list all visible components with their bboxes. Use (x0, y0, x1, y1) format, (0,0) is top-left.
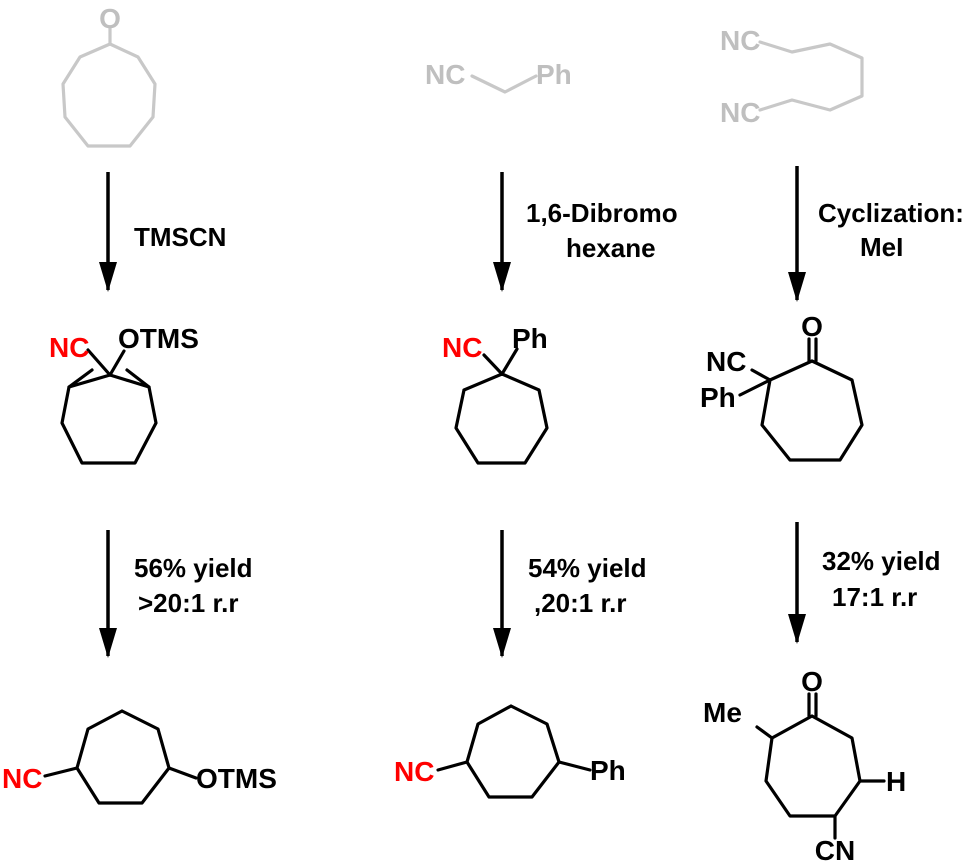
col2-int-ph-label: Ph (512, 323, 548, 354)
col3-starting-material-dinitrile: NC NC (720, 25, 864, 128)
col2-product: NC Ph (394, 704, 626, 799)
col3-prod-oxygen-label: O (801, 666, 823, 697)
col2-prod-ph-label: Ph (590, 755, 626, 786)
col1-reagent: TMSCN (134, 222, 226, 252)
col3-reagent-line2: MeI (860, 232, 903, 262)
col2-sm-ph-label: Ph (536, 59, 572, 90)
col3-prod-h-label: H (886, 766, 906, 797)
col2-yield: 54% yield (528, 553, 647, 583)
col3-int-ph-label: Ph (700, 382, 736, 413)
col1-product: NC OTMS (2, 709, 277, 805)
col1-arrow-2 (99, 530, 117, 658)
col1-sm-oxygen: O (99, 3, 121, 34)
col2-sm-nc-label: NC (425, 59, 465, 90)
col2-prod-nc-label: NC (394, 756, 434, 787)
col2-intermediate: NC Ph (442, 323, 549, 465)
col2-arrow-1 (493, 172, 511, 292)
col3-prod-cn-label: CN (815, 835, 855, 862)
col1-prod-otms-label: OTMS (196, 763, 277, 794)
col3-int-nc-label: NC (706, 346, 746, 377)
col1-arrow-1 (99, 172, 117, 292)
col1-intermediate-cyanohydrin: NC OTMS (49, 323, 199, 465)
col1-starting-material-cycloheptanone: O (61, 3, 157, 148)
col1-prod-nc-label: NC (2, 763, 42, 794)
col3-yield: 32% yield (822, 546, 941, 576)
col1-int-otms-label: OTMS (118, 323, 199, 354)
col1-int-nc-label: NC (49, 332, 89, 363)
col2-int-nc-label: NC (442, 332, 482, 363)
col2-starting-material-benzyl-cyanide: NC Ph (425, 59, 572, 94)
col2-arrow-2 (493, 530, 511, 658)
col3-sm-nc-top-label: NC (720, 25, 760, 56)
col3-ratio: 17:1 r.r (832, 582, 917, 612)
col3-sm-nc-bottom-label: NC (720, 97, 760, 128)
col3-arrow-1 (788, 166, 806, 302)
col1-ratio: >20:1 r.r (138, 588, 238, 618)
col2-reagent-line1: 1,6-Dibromo (526, 198, 678, 228)
col3-reagent-line1: Cyclization: (818, 198, 964, 228)
col2-reagent-line2: hexane (566, 233, 656, 263)
col2-ratio: ,20:1 r.r (534, 588, 627, 618)
col1-yield: 56% yield (134, 553, 253, 583)
col3-intermediate: O NC Ph (700, 311, 864, 462)
col3-arrow-2 (788, 522, 806, 644)
col3-int-oxygen-label: O (801, 311, 823, 342)
col3-prod-me-label: Me (703, 697, 742, 728)
col3-product: O Me H CN (703, 666, 906, 862)
